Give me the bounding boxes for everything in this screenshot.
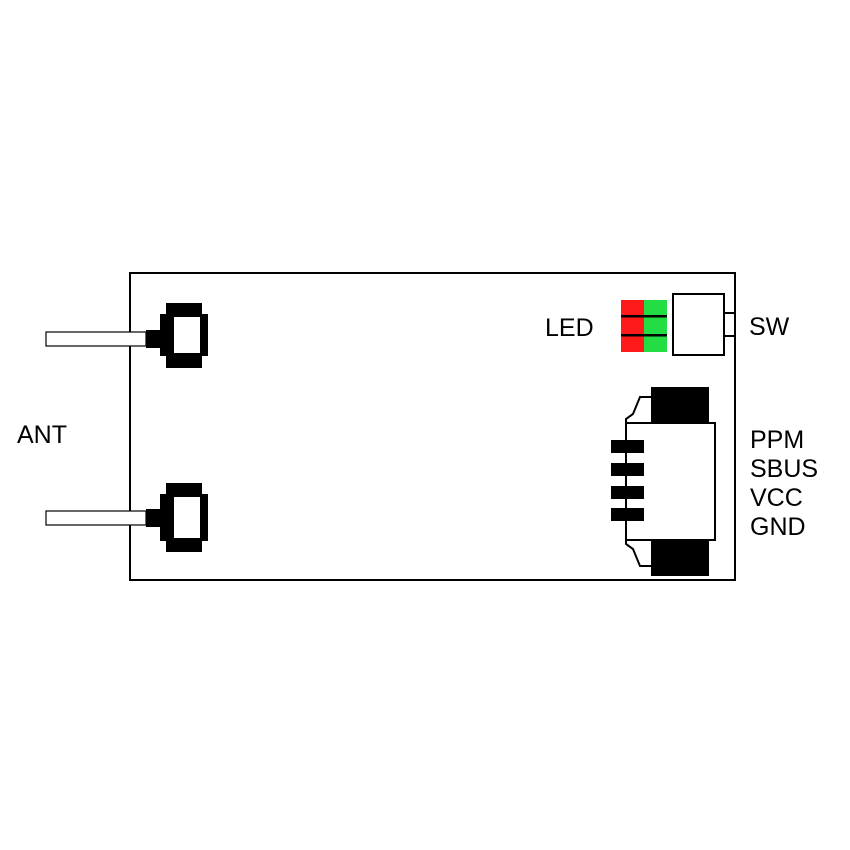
switch-nub <box>723 312 736 337</box>
antenna-label: ANT <box>17 421 67 449</box>
antenna-connector-top <box>160 303 208 368</box>
connector-pin-gnd <box>611 508 644 521</box>
connector-pin-sbus <box>611 463 644 476</box>
led-stripes <box>621 315 667 337</box>
connector-top-tab <box>651 387 709 423</box>
switch-label: SW <box>749 313 790 341</box>
connector-bottom-tab <box>651 540 709 576</box>
led-red-indicator <box>621 300 644 352</box>
antenna-connector-bottom <box>160 483 208 552</box>
pin-label-ppm: PPM <box>750 426 804 454</box>
led-label: LED <box>545 314 594 342</box>
connector-top-hook <box>625 396 651 424</box>
connector-pin-vcc <box>611 486 644 499</box>
pin-label-gnd: GND <box>750 513 806 541</box>
pin-label-vcc: VCC <box>750 484 803 512</box>
switch-button-body <box>672 293 725 356</box>
pin-label-sbus: SBUS <box>750 455 818 483</box>
led-green-indicator <box>644 300 667 352</box>
antenna-contact-bottom <box>146 509 162 527</box>
antenna-contact-top <box>146 330 162 348</box>
connector-pin-ppm <box>611 440 644 453</box>
antenna-wire-bottom <box>45 510 147 526</box>
antenna-wire-top <box>45 331 147 347</box>
connector-bottom-hook <box>625 539 651 567</box>
